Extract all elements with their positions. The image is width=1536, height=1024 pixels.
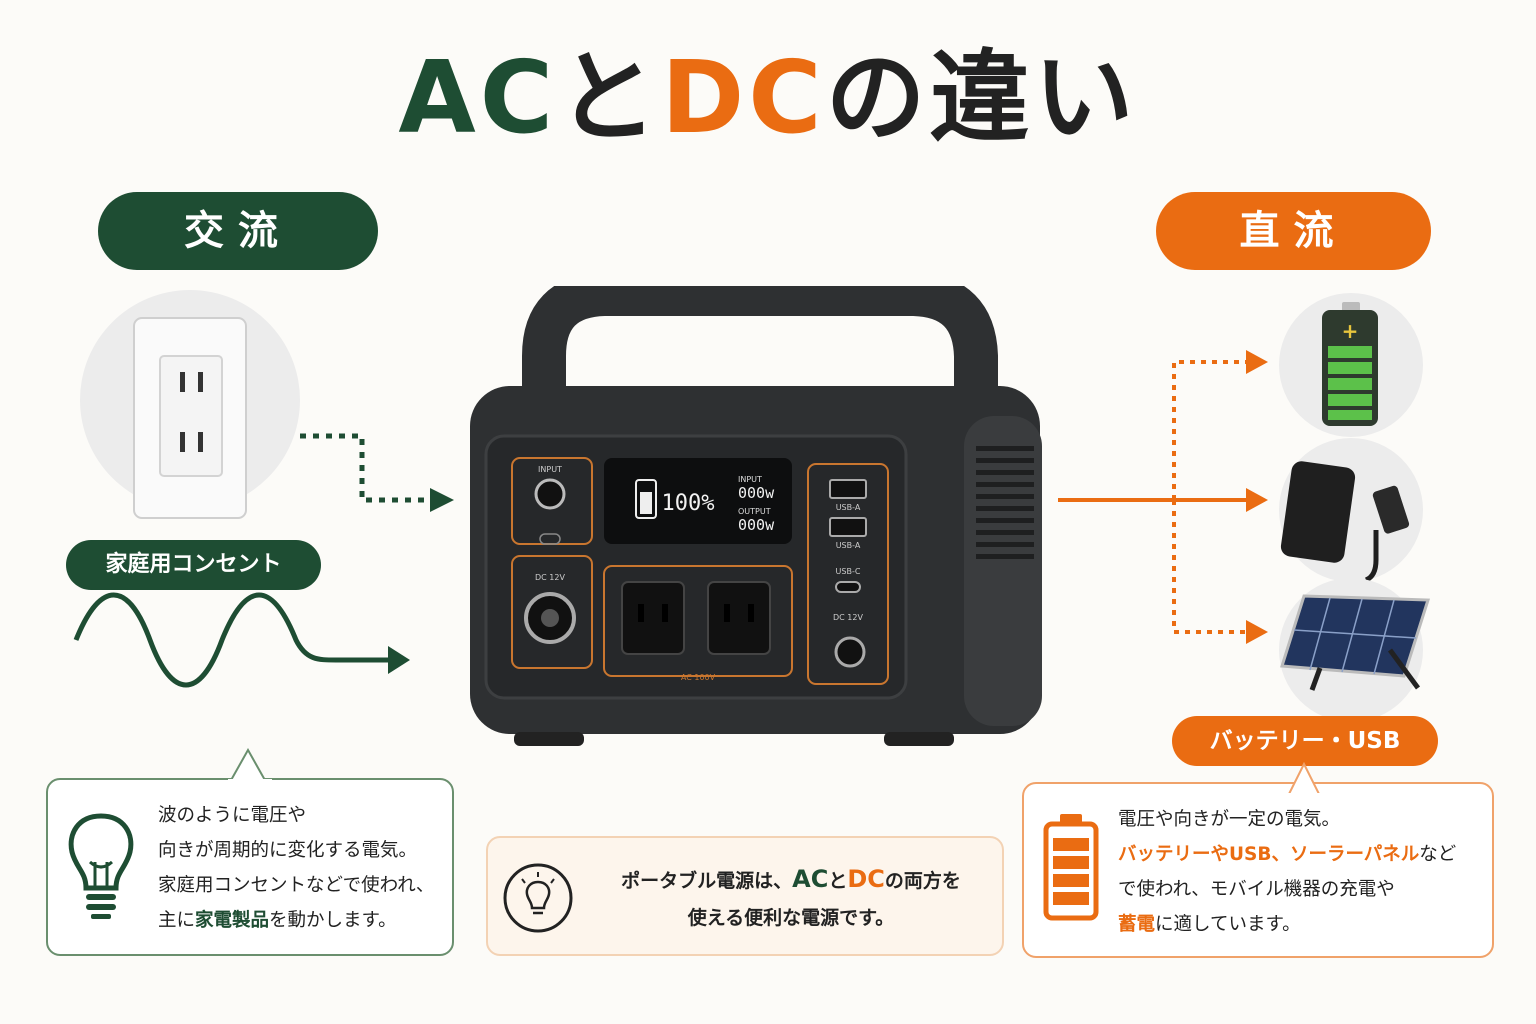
usb-a-label-1: USB-A [836,503,861,512]
ac-description-text: 波のように電圧や 向きが周期的に変化する電気。 家庭用コンセントなどで使われ、 … [158,805,435,931]
dc12v-right-label: DC 12V [833,613,863,622]
battery-usb-label: バッテリー・USB [1172,716,1438,766]
dc-description-box [1022,782,1494,958]
usb-c-port [835,581,861,593]
usb-a-port-1 [829,479,867,499]
battery-icon [1043,814,1099,921]
portable-power-station: INPUT 100% INPUT 000w OUTPUT 000w DC 12V… [470,286,1042,746]
lightbulb-idea-icon [503,863,573,933]
dc12v-port-right [834,636,866,668]
svg-text:+: + [1342,319,1359,343]
ac-socket-1 [621,581,685,655]
dc-description-text: 電圧や向きが一定の電気。 バッテリーやUSB、ソーラーパネルなど で使われ、モバ… [1118,809,1457,935]
usb-a-port-2 [829,517,867,537]
lcd-battery-icon [635,479,657,519]
device-handle [522,286,998,416]
lcd-input-value: 000w [738,484,775,502]
battery-device-icon: + [1322,302,1378,426]
dc-dotted-arrow-up [1172,360,1248,500]
lightbulb-icon [68,813,134,919]
dc-dotted-arrow-down [1172,500,1248,634]
page-title: ACとDCの違い [398,39,1138,156]
usb-a-label-2: USB-A [836,541,861,550]
ac100v-label: AC 100V [681,673,716,682]
input-port [534,478,566,510]
dc-heading: 直流 [1156,192,1431,270]
ac-description-box [46,778,454,956]
lcd-input-label: INPUT [738,475,762,484]
smartphone-icon [1280,461,1410,583]
solar-panel-icon [1280,594,1431,691]
ac-heading: 交流 [98,192,378,270]
ac-dotted-arrow [300,433,432,503]
outlet-label: 家庭用コンセント [66,540,321,590]
usb-c-label: USB-C [836,567,861,576]
sine-wave-icon [73,592,392,688]
ac-arrow-head [430,488,454,512]
ac-socket-2 [707,581,771,655]
dc-box-pointer [1284,762,1328,796]
wave-arrow-head [388,646,410,674]
vent-grille [976,446,1034,559]
dc12v-left-label: DC 12V [535,573,565,582]
lcd-output-value: 000w [738,516,775,534]
device-input-label: INPUT [538,465,562,474]
lcd-battery-percent: 100% [662,491,715,516]
lcd-output-label: OUTPUT [738,507,771,516]
summary-text: ポータブル電源は、ACとDCの両方を 使える便利な電源です。 [621,865,961,929]
ac-box-pointer [228,748,272,782]
wall-outlet-icon [133,317,247,519]
